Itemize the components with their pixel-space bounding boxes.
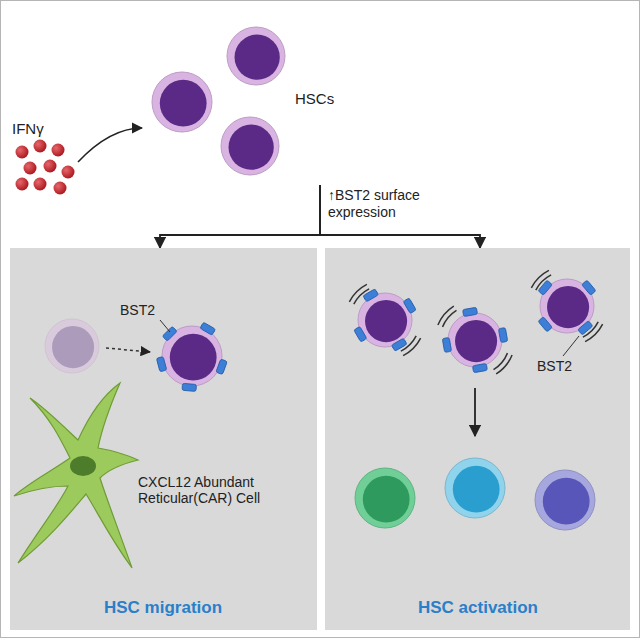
panel-illustration (325, 248, 630, 630)
bst2-protein (162, 326, 177, 341)
vibration-mark (438, 306, 454, 325)
vibration-mark (403, 338, 420, 355)
outcome-panel: HSC activation BST2 (325, 248, 630, 630)
cell-label: HSCs (295, 90, 365, 107)
bst2-protein (403, 298, 416, 314)
bst2-protein (442, 337, 451, 352)
ifn-dot (16, 178, 29, 191)
cell (355, 468, 415, 528)
leader-line (563, 336, 579, 356)
bst2-protein (354, 326, 367, 342)
cell (45, 319, 99, 373)
edge-label: ↑BST2 surface expression (328, 187, 463, 221)
migration-arrow (106, 348, 150, 352)
vibration-mark (354, 289, 369, 304)
bst2-protein (472, 363, 487, 372)
cell (156, 322, 227, 391)
branch-arrow (320, 185, 480, 248)
cell-label: CXCL12 Abundant Reticular(CAR) Cell (138, 474, 303, 506)
cell-group: HSCs (140, 20, 370, 185)
panel-title: HSC activation (418, 598, 538, 618)
ifn-gamma-molecules (16, 140, 75, 195)
ifn-dot (16, 146, 29, 159)
branch-arrow (160, 185, 320, 248)
bst2-protein (538, 317, 552, 332)
hsc-cells (152, 27, 285, 175)
vibration-mark (349, 284, 366, 301)
ifn-dot (44, 160, 57, 173)
vibration-mark (536, 275, 551, 290)
bst2-protein (182, 383, 197, 391)
binding-arrow (78, 128, 142, 162)
ifn-dot (52, 144, 65, 157)
leader-line (160, 320, 170, 332)
cell (349, 284, 420, 355)
panel-illustration (10, 248, 317, 630)
panel-title: HSC migration (104, 598, 222, 618)
vibration-mark (585, 324, 602, 341)
differentiation-arrow (474, 388, 476, 436)
cell (221, 117, 279, 175)
vibration-mark (496, 355, 512, 374)
cell (445, 458, 505, 518)
car-cell-shape (10, 378, 140, 578)
bst2-protein (216, 359, 227, 375)
cell (531, 270, 602, 341)
bst2-protein (582, 280, 596, 295)
cell (535, 470, 595, 530)
bst2-protein (463, 307, 478, 316)
ifn-dot (54, 182, 67, 195)
car-cell: CXCL12 Abundant Reticular(CAR) Cell (10, 378, 310, 578)
outcome-panel: HSC migration CXCL12 Abundant Reticular(C… (10, 248, 317, 630)
vibration-mark (401, 336, 416, 351)
cell (438, 306, 512, 374)
vibration-mark (583, 322, 598, 337)
ifn-dot (24, 162, 37, 175)
bst2-protein (200, 322, 216, 335)
protein-label: BST2 (537, 358, 572, 374)
ifn-dot (34, 178, 47, 191)
cell (227, 27, 285, 85)
ifn-dot (34, 140, 47, 153)
protein-label: BST2 (120, 302, 155, 318)
cell (152, 72, 212, 132)
cytokine-label: IFNγ (12, 120, 44, 137)
bst2-protein (156, 356, 166, 371)
bst2-protein (498, 328, 507, 343)
ifn-dot (62, 166, 75, 179)
vibration-mark (531, 270, 548, 287)
